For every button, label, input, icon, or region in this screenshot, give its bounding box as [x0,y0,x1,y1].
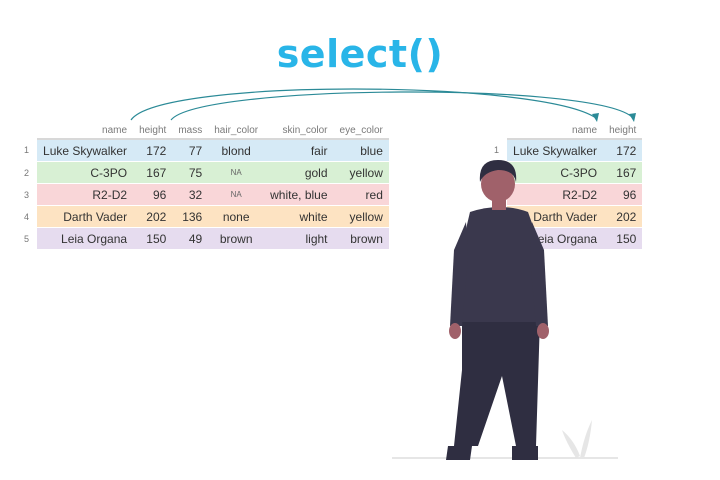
cell-height: 202 [133,205,173,228]
row-index: 2 [24,161,38,184]
cell-height: 172 [603,139,643,162]
cell-height: 202 [603,205,643,228]
row-index: 5 [24,227,38,250]
row-index: 3 [24,183,38,206]
table-row: 1 Luke Skywalker 172 77 blond fair blue [24,139,389,162]
page-title: select() [276,32,444,76]
cell-hair-color: NA [208,161,265,184]
cell-skin-color: light [264,227,334,250]
cell-skin-color: gold [264,161,334,184]
col-header-height: height [133,124,173,140]
col-header-name: name [507,124,604,140]
cell-hair-color: NA [208,183,265,206]
cell-name: Luke Skywalker [37,139,134,162]
cell-mass: 77 [172,139,209,162]
cell-skin-color: white [264,205,334,228]
cell-eye-color: blue [333,139,389,162]
table-row: 1 Luke Skywalker 172 [494,139,643,162]
person-illustration [446,160,549,460]
col-header-hair-color: hair_color [208,124,265,140]
cell-height: 150 [133,227,173,250]
cell-skin-color: white, blue [264,183,334,206]
cell-height: 167 [603,161,643,184]
cell-height: 96 [133,183,173,206]
table-row: 2 C-3PO 167 75 NA gold yellow [24,161,389,184]
cell-name: C-3PO [37,161,134,184]
cell-name: Darth Vader [37,205,134,228]
cell-eye-color: brown [333,227,389,250]
arrow-name-column [130,88,597,121]
cell-eye-color: yellow [333,161,389,184]
cell-eye-color: yellow [333,205,389,228]
cell-skin-color: fair [264,139,334,162]
arrow-head-name [592,113,599,122]
cell-name: Leia Organa [37,227,134,250]
col-header-eye-color: eye_color [333,124,389,140]
cell-height: 150 [603,227,643,250]
cell-hair-color: blond [208,139,265,162]
table-row: 3 R2-D2 96 32 NA white, blue red [24,183,389,206]
col-header-skin-color: skin_color [264,124,334,140]
cell-eye-color: red [333,183,389,206]
table-row: 5 Leia Organa 150 49 brown light brown [24,227,389,250]
cell-height: 96 [603,183,643,206]
cell-height: 167 [133,161,173,184]
cell-name: R2-D2 [507,183,604,206]
col-header-mass: mass [172,124,209,140]
col-header-height: height [603,124,643,140]
cell-hair-color: brown [208,227,265,250]
arrow-head-height [629,113,636,122]
table-row: R2-D2 96 [494,183,643,206]
cell-mass: 75 [172,161,209,184]
cell-name: Luke Skywalker [507,139,604,162]
row-index: 4 [24,205,38,228]
table-row: 4 Darth Vader 202 136 none white yellow [24,205,389,228]
cell-mass: 32 [172,183,209,206]
row-index: 1 [494,139,508,162]
cell-mass: 49 [172,227,209,250]
row-index: 1 [24,139,38,162]
cell-name: C-3PO [507,161,604,184]
source-table: name height mass hair_color skin_color e… [24,124,389,250]
cell-height: 172 [133,139,173,162]
cell-mass: 136 [172,205,209,228]
plant-icon [562,420,592,458]
col-header-name: name [37,124,134,140]
cell-hair-color: none [208,205,265,228]
cell-name: R2-D2 [37,183,134,206]
arrow-height-column [170,91,634,121]
